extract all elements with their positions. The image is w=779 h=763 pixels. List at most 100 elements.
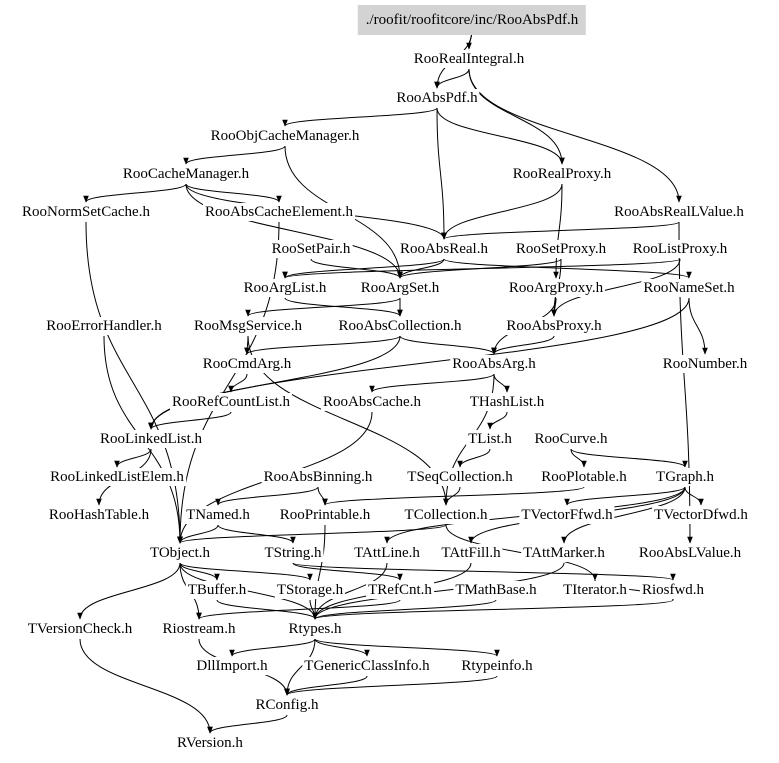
graph-node[interactable]: THashList.h [467, 393, 547, 411]
graph-node[interactable]: RooNumber.h [660, 355, 750, 373]
dependency-edge [317, 486, 328, 506]
graph-node[interactable]: RooMsgService.h [192, 317, 304, 335]
dependency-edge [487, 411, 508, 430]
graph-node[interactable]: RooAbsPdf.h [394, 89, 480, 107]
dependency-edge [244, 335, 401, 355]
graph-node[interactable]: TGenericClassInfo.h [302, 657, 432, 675]
dependency-edge [179, 562, 313, 581]
graph-node[interactable]: RooErrorHandler.h [44, 317, 164, 335]
graph-node[interactable]: TIterator.h [561, 581, 629, 599]
dependency-edge [441, 221, 680, 240]
dependency-edge [79, 638, 213, 734]
dependency-edge [179, 562, 220, 581]
graph-node[interactable]: TRefCnt.h [366, 581, 434, 599]
graph-node[interactable]: RooRefCountList.h [170, 393, 292, 411]
graph-node[interactable]: RooArgList.h [241, 279, 329, 297]
dependency-edge [216, 599, 318, 620]
dependency-edge [312, 562, 565, 620]
graph-node[interactable]: RooAbsArg.h [450, 355, 538, 373]
dependency-edge [678, 221, 693, 544]
graph-node[interactable]: RooAbsBinning.h [261, 468, 375, 486]
graph-node[interactable]: TVectorDfwd.h [652, 506, 750, 524]
dependency-edge [177, 524, 447, 544]
dependency-edge [436, 107, 565, 165]
dependency-edge [196, 599, 401, 620]
graph-node[interactable]: RooCmdArg.h [200, 355, 294, 373]
graph-node[interactable]: RooCurve.h [532, 430, 610, 448]
graph-node[interactable]: RooNameSet.h [641, 279, 737, 297]
graph-node[interactable]: TAttFill.h [439, 544, 503, 562]
graph-node[interactable]: TMathBase.h [453, 581, 539, 599]
dependency-edge [148, 335, 401, 430]
graph-node[interactable]: RooPlotable.h [539, 468, 629, 486]
graph-node[interactable]: RConfig.h [253, 696, 321, 714]
dependency-edge [688, 297, 708, 355]
dependency-edge [445, 524, 598, 581]
graph-node[interactable]: RooAbsReal.h [398, 240, 490, 258]
graph-node[interactable]: RooHashTable.h [46, 506, 152, 524]
graph-node[interactable]: TVectorFfwd.h [519, 506, 615, 524]
dependency-edge [314, 638, 370, 657]
dependency-edge [284, 675, 498, 696]
dependency-edge [457, 448, 491, 468]
dependency-edge [292, 562, 403, 581]
dependency-edge [229, 638, 316, 657]
graph-node[interactable]: RooSetPair.h [269, 240, 353, 258]
graph-node[interactable]: RooAbsCollection.h [336, 317, 464, 335]
graph-node[interactable]: TString.h [262, 544, 324, 562]
graph-node[interactable]: RooAbsRealLValue.h [612, 203, 746, 221]
dependency-edge [570, 448, 688, 468]
graph-node[interactable]: RooAbsProxy.h [504, 317, 604, 335]
graph-node[interactable]: Rtypes.h [286, 620, 344, 638]
dependency-edge [77, 562, 181, 620]
graph-node[interactable]: DllImport.h [194, 657, 270, 675]
graph-node[interactable]: RooLinkedListElem.h [48, 468, 186, 486]
graph-node[interactable]: RooAbsCacheElement.h [203, 203, 355, 221]
dependency-edge [491, 335, 555, 355]
dependency-edge [314, 638, 500, 657]
graph-node[interactable]: RooLinkedList.h [97, 430, 205, 448]
graph-node[interactable]: RooAbsLValue.h [636, 544, 744, 562]
graph-node[interactable]: RooRealProxy.h [510, 165, 614, 183]
graph-node[interactable]: TGraph.h [654, 468, 716, 486]
graph-node[interactable]: TList.h [466, 430, 514, 448]
graph-node[interactable]: TCollection.h [402, 506, 490, 524]
dependency-edge [551, 258, 681, 317]
graph-node[interactable]: RooObjCacheManager.h [208, 127, 362, 145]
graph-node[interactable]: TAttLine.h [352, 544, 422, 562]
dependency-edge [493, 373, 510, 393]
dependency-edge [284, 638, 316, 696]
graph-node[interactable]: RooPrintable.h [277, 506, 373, 524]
graph-node[interactable]: TVersionCheck.h [25, 620, 135, 638]
graph-node[interactable]: RooRealIntegral.h [411, 50, 527, 68]
dependency-edge [185, 183, 282, 203]
graph-node[interactable]: TNamed.h [184, 506, 252, 524]
graph-node[interactable]: RooNormSetCache.h [20, 203, 152, 221]
graph-node[interactable]: RooAbsCache.h [321, 393, 423, 411]
dependency-edge [369, 373, 495, 393]
dependency-edge [185, 183, 403, 279]
graph-node[interactable]: RooArgSet.h [358, 279, 442, 297]
dependency-edge [282, 258, 681, 279]
dependency-edge [312, 599, 674, 620]
graph-node[interactable]: Rtypeinfo.h [459, 657, 535, 675]
dependency-edge [207, 714, 288, 734]
graph-node[interactable]: RooArgProxy.h [506, 279, 606, 297]
graph-node[interactable]: TAttMarker.h [521, 544, 607, 562]
graph-node[interactable]: RooSetProxy.h [513, 240, 609, 258]
dependency-edge [282, 107, 438, 127]
graph-node[interactable]: RooCacheManager.h [120, 165, 252, 183]
dependency-edge [434, 68, 470, 89]
graph-node[interactable]: Riostream.h [160, 620, 238, 638]
dependency-edge [441, 183, 563, 240]
graph-node[interactable]: RVersion.h [175, 734, 245, 752]
graph-node[interactable]: Riosfwd.h [639, 581, 707, 599]
graph-node[interactable]: TStorage.h [274, 581, 346, 599]
root-node[interactable]: ./roofit/roofitcore/inc/RooAbsPdf.h [357, 5, 587, 35]
graph-node[interactable]: RooListProxy.h [630, 240, 730, 258]
graph-node[interactable]: TObject.h [147, 544, 213, 562]
graph-node[interactable]: TBuffer.h [185, 581, 249, 599]
graph-node[interactable]: TSeqCollection.h [405, 468, 515, 486]
